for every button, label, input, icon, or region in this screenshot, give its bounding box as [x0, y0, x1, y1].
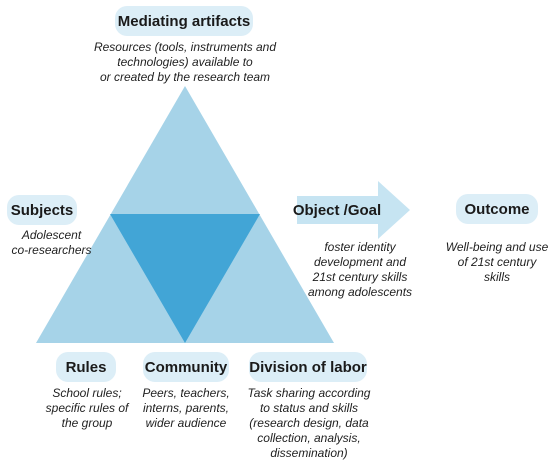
inner-triangle: [110, 214, 260, 343]
subjects-description: Adolescent co-researchers: [11, 228, 92, 257]
mediating-artifacts-label: Mediating artifacts: [115, 6, 253, 36]
outcome-label: Outcome: [456, 194, 538, 224]
division-of-labor-description: Task sharing according to status and ski…: [247, 386, 371, 460]
community-description: Peers, teachers, interns, parents, wider…: [142, 386, 230, 430]
rules-label: Rules: [56, 352, 116, 382]
division-of-labor-label: Division of labor: [249, 352, 367, 382]
object-goal-label: Object /Goal: [292, 201, 382, 219]
outcome-description: Well-being and use of 21st century skill…: [445, 240, 549, 284]
object-goal-description: foster identity development and 21st cen…: [307, 240, 413, 299]
arrow-shape: [297, 181, 410, 239]
community-label: Community: [143, 352, 229, 382]
mediating-artifacts-description: Resources (tools, instruments and techno…: [93, 40, 277, 84]
rules-description: School rules; specific rules of the grou…: [45, 386, 129, 430]
subjects-label: Subjects: [7, 195, 77, 225]
